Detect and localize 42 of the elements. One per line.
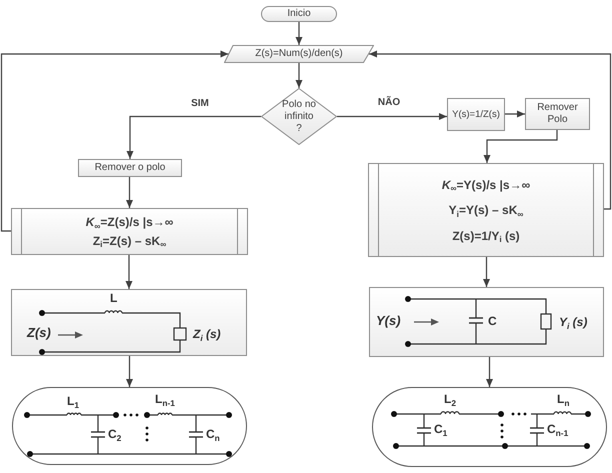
component-label: C$_{2}$ bbox=[108, 427, 122, 441]
component-label: C$_{1}$ bbox=[434, 422, 448, 436]
flow-arrow bbox=[126, 177, 133, 208]
subroutine-box bbox=[11, 208, 248, 255]
circuit-panel bbox=[11, 289, 247, 356]
port-label: Z(s) bbox=[27, 326, 51, 340]
port-label: Y(s) bbox=[376, 314, 401, 328]
flow-arrow bbox=[126, 255, 132, 289]
process-box: Remover Polo bbox=[525, 98, 590, 130]
formula-text: Z$_{i}$=Z(s) – sK$_{∞}$ bbox=[92, 234, 166, 248]
flow-arrow bbox=[126, 356, 133, 387]
flow-arrow bbox=[484, 130, 558, 163]
flow-arrow bbox=[486, 357, 493, 387]
component-label: C$_{n-1}$ bbox=[547, 422, 568, 436]
flow-arrow bbox=[369, 50, 612, 210]
component-label: L$_{1}$ bbox=[67, 394, 80, 408]
component-label: L$_{n-1}$ bbox=[155, 392, 175, 406]
port-label: Z$_{i}$ (s) bbox=[193, 327, 221, 341]
flow-arrow bbox=[505, 110, 525, 118]
flow-arrow bbox=[296, 22, 302, 45]
component-label: C bbox=[488, 314, 497, 328]
component-label: L$_{n}$ bbox=[557, 392, 570, 406]
decision-diamond: Polo no infinito ? bbox=[261, 88, 337, 145]
subroutine-box bbox=[368, 163, 604, 257]
start-terminator: Inicio bbox=[261, 6, 337, 22]
formula-text: K$_{∞}$=Z(s)/s |s→∞ bbox=[86, 215, 174, 230]
port-label: Y$_{i}$ (s) bbox=[559, 315, 588, 329]
formula-text: Y$_{i}$=Y(s) – sK$_{∞}$ bbox=[448, 203, 524, 217]
formula-text: K$_{∞}$=Y(s)/s |s→∞ bbox=[442, 178, 530, 192]
component-label: L bbox=[110, 291, 118, 305]
process-box: Remover o polo bbox=[78, 159, 182, 177]
flow-arrow bbox=[483, 257, 490, 287]
formula-text: Z(s)=1/Y$_{i}$ (s) bbox=[452, 228, 520, 242]
flow-arrow bbox=[296, 63, 302, 88]
flow-arrow bbox=[337, 113, 447, 120]
process-box: Y(s)=1/Z(s) bbox=[447, 98, 505, 131]
component-label: C$_{n}$ bbox=[206, 427, 220, 441]
component-label: L$_{2}$ bbox=[444, 392, 456, 406]
flow-arrow bbox=[126, 116, 261, 159]
flow-arrow bbox=[0, 50, 228, 232]
circuit-panel bbox=[369, 287, 604, 357]
input-parallelogram: Z(s)=Num(s)/den(s) bbox=[224, 45, 374, 63]
